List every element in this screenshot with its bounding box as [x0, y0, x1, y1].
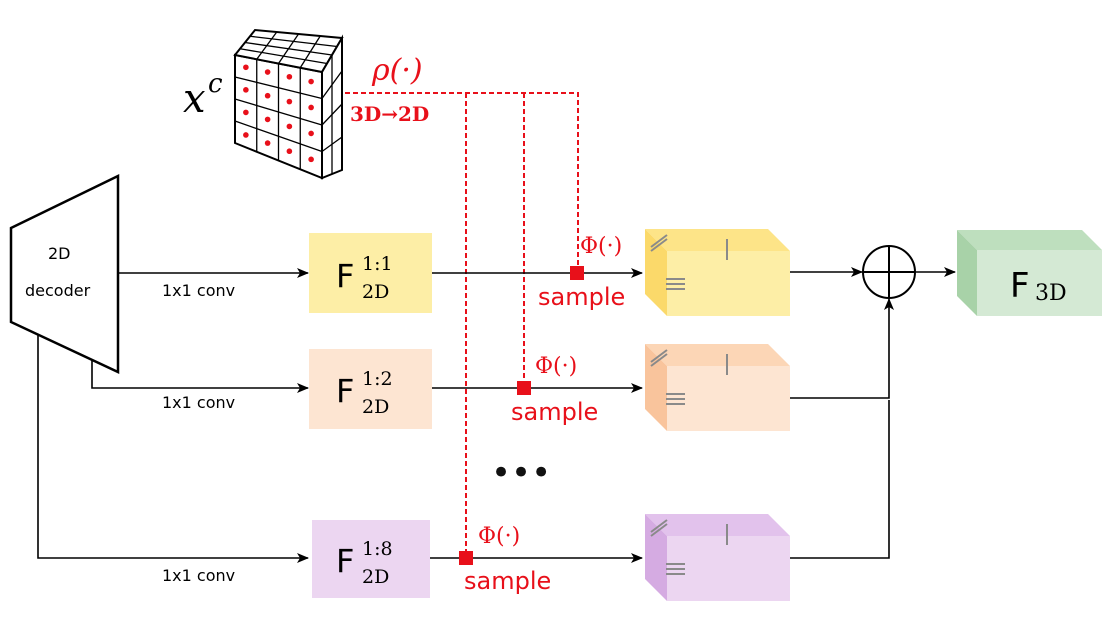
- conv-label-2: 1x1 conv: [162, 393, 235, 412]
- output-volume: [957, 230, 1102, 316]
- feature-label-1-1: F 1:1 2D: [336, 253, 393, 303]
- decoder-block: [9, 174, 120, 374]
- decoder-label-line2: decoder: [25, 281, 91, 300]
- projection-label: ρ(·): [371, 53, 423, 88]
- sample-point-1: [570, 266, 584, 280]
- sample-label-1: sample: [538, 283, 625, 311]
- output-label-subscript: 3D: [1035, 281, 1067, 306]
- phi-label-3: Φ(·): [478, 524, 520, 549]
- sampled-volume-1-1: [645, 229, 790, 316]
- svg-text:F: F: [336, 372, 354, 410]
- svg-text:2D: 2D: [362, 566, 389, 588]
- decoder-connections: [37, 268, 309, 563]
- feature-map-1-8: [312, 520, 430, 598]
- sample-label-2: sample: [511, 398, 598, 426]
- feature-map-1-1: [309, 233, 432, 313]
- feature-map-1-2: [309, 349, 432, 429]
- svg-text:2D: 2D: [362, 281, 389, 303]
- input-variable-superscript: c: [208, 69, 223, 99]
- feature-label-1-8: F 1:8 2D: [336, 538, 393, 588]
- conv-label-1: 1x1 conv: [162, 281, 235, 300]
- sampled-volume-1-2: [645, 344, 790, 431]
- decoder-label-line1: 2D: [48, 244, 71, 263]
- phi-label-2: Φ(·): [535, 354, 577, 379]
- sample-point-3: [459, 551, 473, 565]
- svg-text:F: F: [336, 257, 354, 295]
- conv-label-3: 1x1 conv: [162, 566, 235, 585]
- phi-label-1: Φ(·): [580, 234, 622, 259]
- sample-label-3: sample: [464, 567, 551, 595]
- fusion-connections: [790, 267, 956, 559]
- svg-text:F: F: [336, 542, 354, 580]
- svg-text:2D: 2D: [362, 396, 389, 418]
- projection-lines: [345, 92, 579, 558]
- svg-text:1:8: 1:8: [362, 538, 393, 560]
- svg-text:1:2: 1:2: [362, 368, 393, 390]
- sum-icon: [862, 245, 916, 299]
- sample-point-2: [517, 381, 531, 395]
- svg-text:1:1: 1:1: [362, 253, 393, 275]
- feature-label-1-2: F 1:2 2D: [336, 368, 393, 418]
- ellipsis: •••: [491, 453, 551, 493]
- voxel-grid-icon: [233, 28, 344, 180]
- sampled-volume-1-8: [645, 514, 790, 601]
- projection-direction-label: 3D→2D: [350, 102, 429, 126]
- input-variable: x: [183, 76, 206, 122]
- output-label: F: [1010, 266, 1030, 306]
